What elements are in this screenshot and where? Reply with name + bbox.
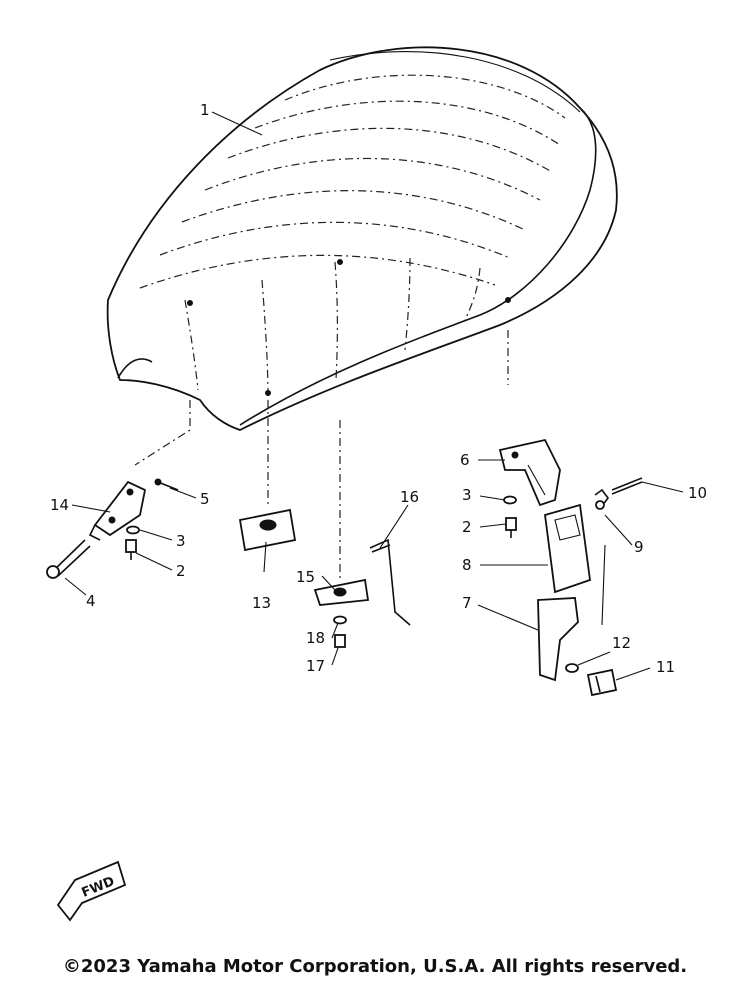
damper-13 (238, 508, 297, 552)
label-part-7: 7 (462, 594, 472, 612)
label-part-4: 4 (86, 592, 96, 610)
label-part-2-left: 2 (176, 562, 186, 580)
bolt-4 (46, 539, 91, 579)
label-part-16: 16 (400, 488, 419, 506)
label-part-3-right: 3 (462, 486, 472, 504)
label-part-5: 5 (200, 490, 210, 508)
assembly-centerlines (134, 330, 509, 580)
label-part-15: 15 (296, 568, 315, 586)
leader-lines (64, 111, 684, 681)
seat-assembly (106, 46, 618, 431)
fwd-arrow-icon: FWD (56, 860, 127, 922)
washer-18 (333, 615, 347, 625)
bracket-6 (498, 438, 561, 507)
label-part-1: 1 (200, 101, 210, 119)
label-part-14: 14 (50, 496, 69, 514)
bolt-2-right (505, 517, 517, 538)
label-part-8: 8 (462, 556, 472, 574)
part-number-labels: 1 6 3 2 8 7 10 9 12 11 14 5 3 2 4 13 15 … (50, 101, 707, 676)
bolt-11 (586, 668, 618, 697)
label-part-3-left: 3 (176, 532, 186, 550)
label-part-10: 10 (688, 484, 707, 502)
bracket-14 (88, 480, 147, 541)
washer-3-right (503, 495, 517, 505)
bolt-2-left (125, 539, 137, 560)
bracket-7 (537, 597, 579, 682)
label-part-17: 17 (306, 657, 325, 675)
bolt-17 (334, 634, 346, 648)
lock-8 (544, 503, 591, 594)
label-part-11: 11 (656, 658, 675, 676)
label-part-13: 13 (252, 594, 271, 612)
washer-12 (565, 663, 579, 673)
rod-16 (369, 538, 411, 626)
label-part-9: 9 (634, 538, 644, 556)
copyright-notice: ©2023 Yamaha Motor Corporation, U.S.A. A… (62, 956, 688, 977)
label-part-18: 18 (306, 629, 325, 647)
label-part-6: 6 (460, 451, 470, 469)
spring-9 (594, 488, 609, 510)
label-part-2-right: 2 (462, 518, 472, 536)
washer-3-left (126, 525, 140, 535)
pin-10 (611, 477, 643, 495)
bolt-5 (154, 478, 179, 491)
catch-15 (313, 578, 370, 606)
label-part-12: 12 (612, 634, 631, 652)
